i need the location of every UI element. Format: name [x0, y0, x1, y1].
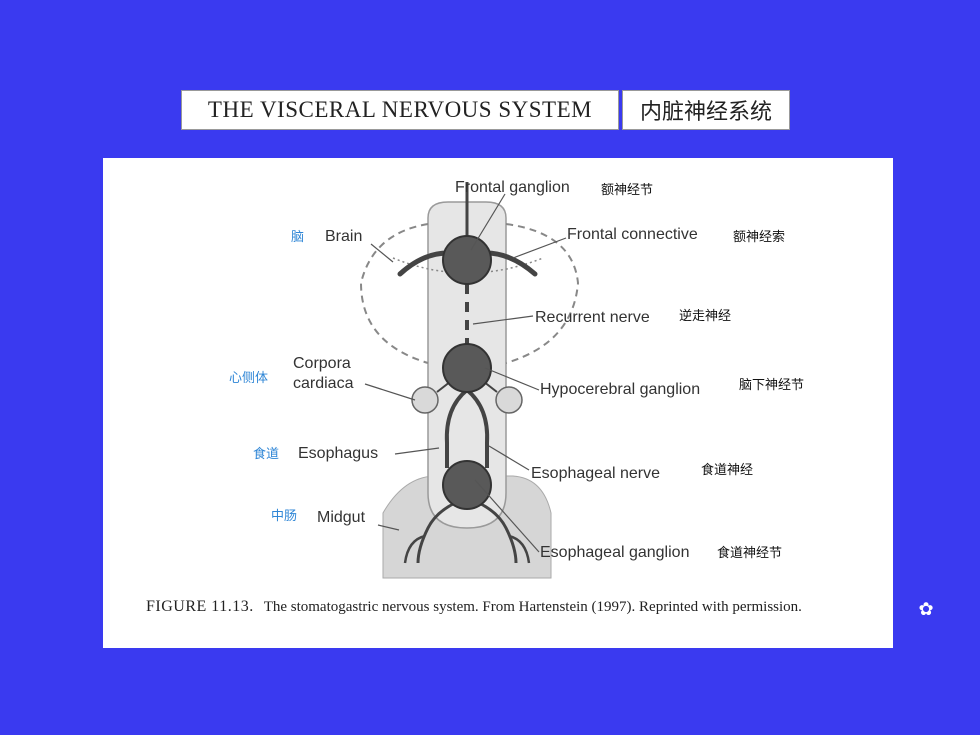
label-corpora-line1: Corpora — [293, 355, 351, 372]
leader-midgut — [377, 524, 400, 531]
leader-hypocerebral — [484, 367, 540, 391]
figure-panel: Frontal ganglion 额神经节 脑 Brain Frontal co… — [103, 158, 893, 648]
label-esophagus: Esophagus — [298, 445, 378, 462]
label-hypocerebral-ganglion-zh: 脑下神经节 — [739, 378, 804, 393]
slide-title-english: THE VISCERAL NERVOUS SYSTEM — [181, 90, 619, 130]
esophageal-nerve — [444, 388, 490, 468]
label-brain: Brain — [325, 228, 362, 245]
label-esophageal-ganglion: Esophageal ganglion — [540, 544, 689, 561]
left-corpus-cardiacum — [411, 386, 439, 414]
frontal-ganglion — [442, 235, 492, 285]
butterfly-icon: ✿ — [918, 598, 934, 619]
label-corpora-zh: 心侧体 — [229, 371, 268, 386]
leader-esophageal-ganglion — [474, 479, 540, 553]
label-corpora-line2: cardiaca — [293, 375, 354, 392]
label-esophageal-nerve-zh: 食道神经 — [701, 462, 753, 478]
label-frontal-ganglion: Frontal ganglion — [455, 179, 570, 196]
label-esophageal-ganglion-zh: 食道神经节 — [717, 545, 782, 561]
label-esophagus-zh: 食道 — [253, 446, 279, 462]
label-frontal-connective-zh: 额神经索 — [733, 230, 785, 245]
leader-recurrent-nerve — [472, 315, 534, 325]
leader-esophagus — [394, 447, 440, 455]
label-frontal-connective: Frontal connective — [567, 226, 698, 243]
label-midgut: Midgut — [317, 509, 366, 526]
right-corpus-cardiacum — [495, 386, 523, 414]
figure-caption: FIGURE 11.13. The stomatogastric nervous … — [146, 596, 876, 618]
brain-outline — [359, 223, 580, 364]
label-brain-zh: 脑 — [291, 230, 304, 245]
midgut-branches — [403, 534, 531, 564]
figure-number: FIGURE 11.13. — [146, 598, 254, 615]
leader-frontal-connective — [512, 237, 567, 259]
label-frontal-ganglion-zh: 额神经节 — [601, 183, 653, 198]
stomatogastric-diagram: Frontal ganglion 额神经节 脑 Brain Frontal co… — [229, 179, 804, 579]
slide-title-chinese: 内脏神经系统 — [622, 90, 790, 130]
hypocerebral-ganglion — [442, 343, 492, 393]
leader-esophageal-nerve — [488, 445, 530, 471]
figure-caption-text: The stomatogastric nervous system. From … — [263, 599, 802, 615]
label-recurrent-nerve: Recurrent nerve — [535, 309, 650, 326]
leader-brain — [370, 243, 394, 263]
label-recurrent-nerve-zh: 逆走神经 — [679, 308, 731, 324]
label-hypocerebral-ganglion: Hypocerebral ganglion — [540, 381, 700, 398]
esophageal-ganglion — [442, 460, 492, 510]
label-esophageal-nerve: Esophageal nerve — [531, 465, 660, 482]
label-midgut-zh: 中肠 — [271, 509, 297, 524]
leader-corpora — [364, 383, 416, 401]
leader-frontal-ganglion — [470, 193, 506, 251]
